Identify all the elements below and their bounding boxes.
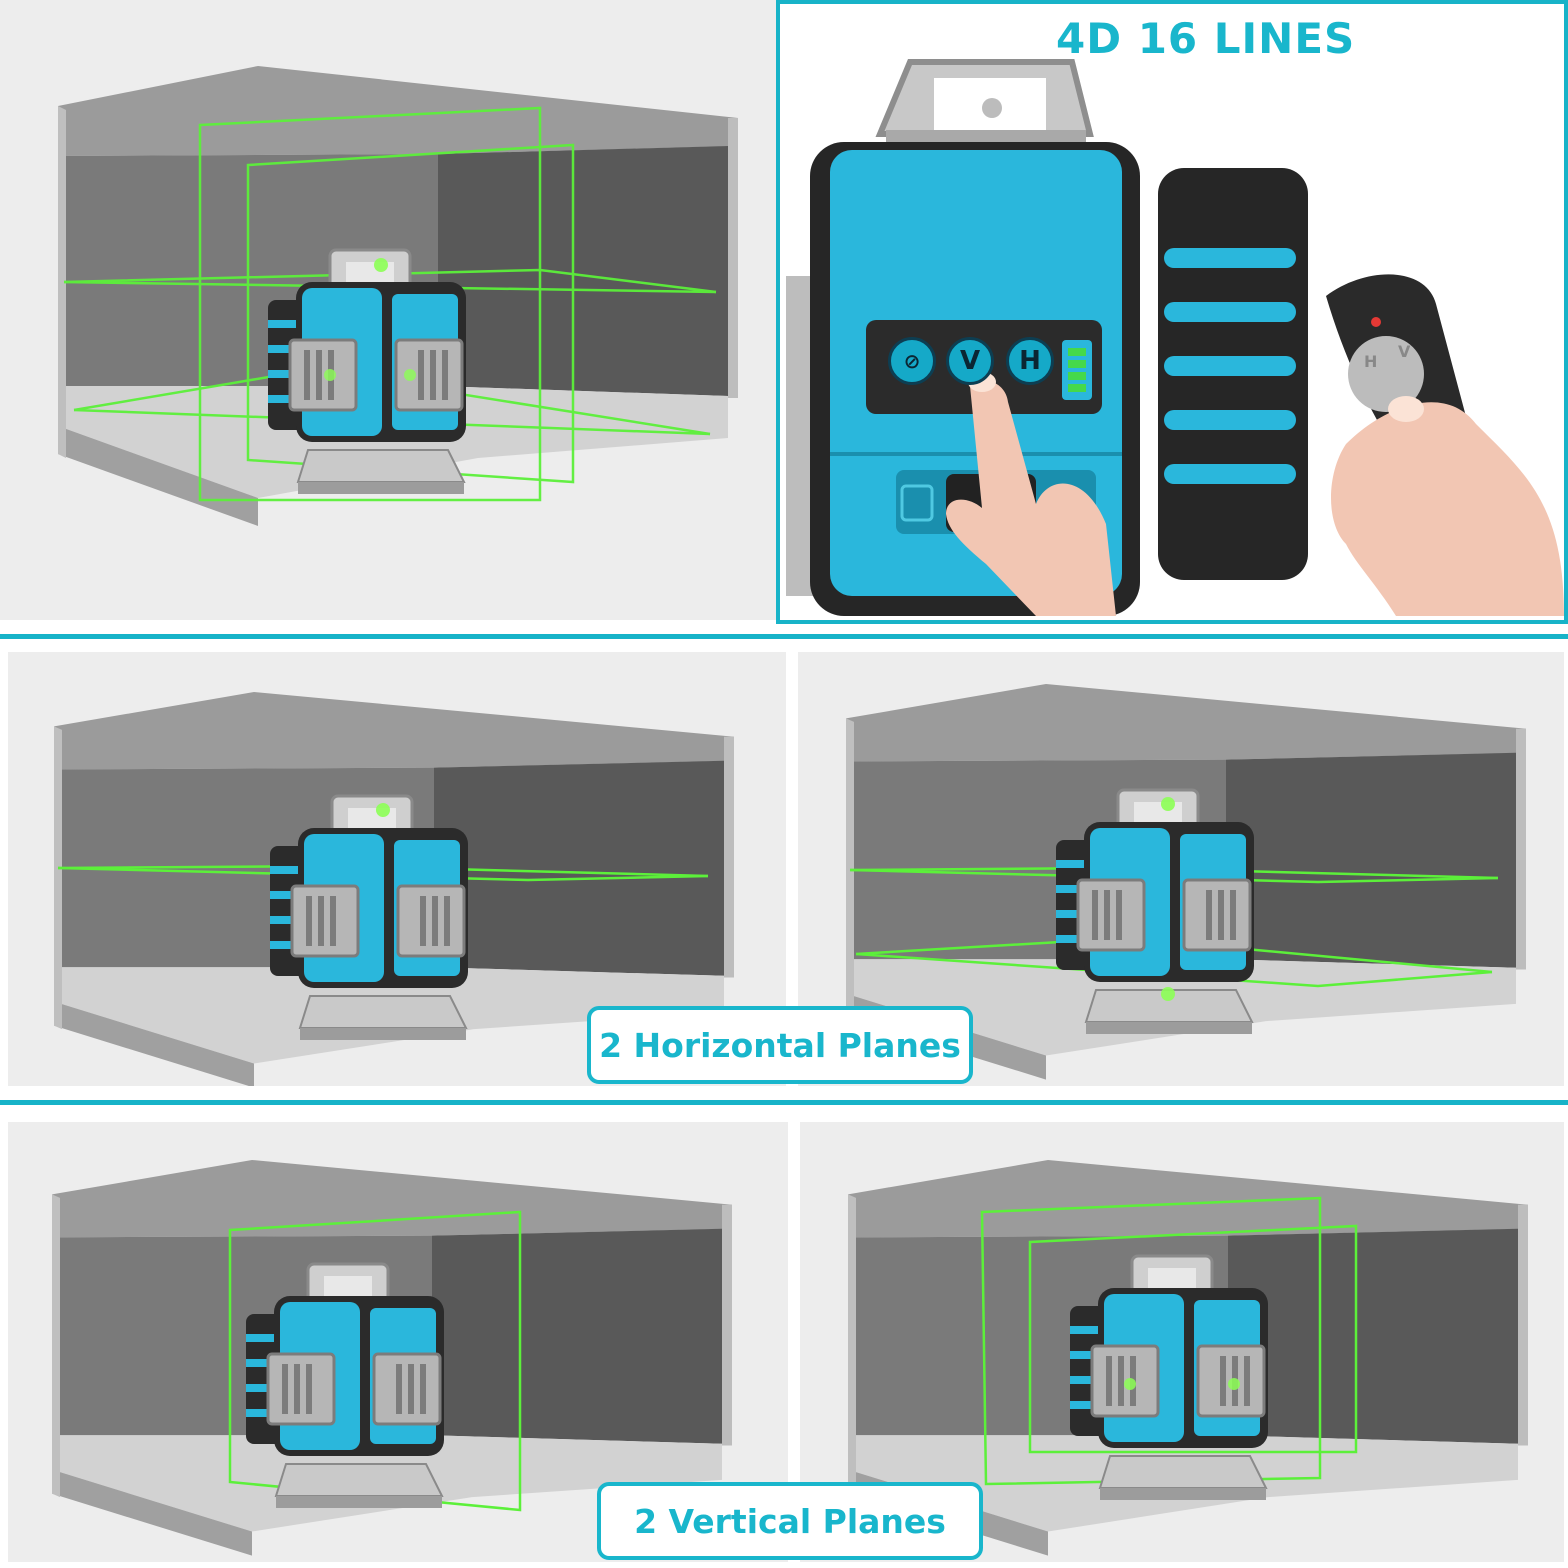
vertical-button[interactable]: V <box>946 337 994 385</box>
page-title: 4D 16 LINES <box>1056 14 1356 63</box>
horizontal-planes-text: 2 Horizontal Planes <box>599 1025 961 1065</box>
vertical-button-label: V <box>959 346 981 376</box>
product-closeup-panel: 4D 16 LINES ⊘ V H H V <box>786 4 1564 616</box>
laser-toggle-button[interactable]: ⊘ <box>888 337 936 385</box>
divider-middle <box>0 1100 1568 1105</box>
room-scene-vertical-one <box>52 1160 732 1556</box>
laser-toggle-icon: ⊘ <box>903 349 921 373</box>
divider-top <box>0 634 1568 639</box>
vertical-planes-text: 2 Vertical Planes <box>634 1501 946 1541</box>
horizontal-planes-label: 2 Horizontal Planes <box>587 1006 973 1084</box>
remote-key-h[interactable]: H <box>1364 352 1378 371</box>
room-scene-horizontal-two <box>846 684 1526 1080</box>
device-closeup-illustration <box>786 59 1564 616</box>
vertical-planes-label: 2 Vertical Planes <box>597 1482 983 1560</box>
horizontal-button-label: H <box>1019 346 1041 376</box>
room-scene-vertical-two <box>848 1160 1528 1556</box>
room-scene-horizontal-one <box>54 692 734 1086</box>
horizontal-button[interactable]: H <box>1006 337 1054 385</box>
remote-key-v[interactable]: V <box>1398 342 1411 361</box>
scene-panel-all-lines <box>0 0 776 620</box>
room-scene-all-lines <box>58 66 738 526</box>
